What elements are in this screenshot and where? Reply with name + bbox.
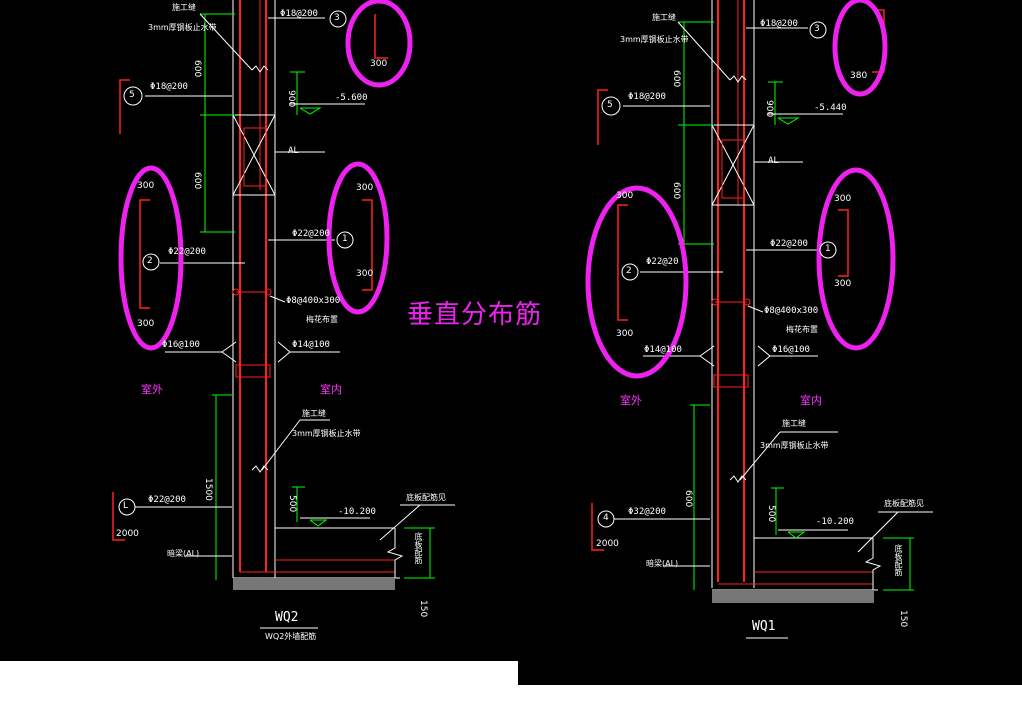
outdoor-label: 室外 (620, 394, 642, 407)
drawing-wq2: 施工缝 3mm厚钢板止水带 Φ18@200 3 300 5 Φ18@200 60… (0, 0, 518, 661)
dim-150: 150 (418, 600, 428, 618)
marker-3: 3 (334, 13, 340, 23)
rebar-3-length: 300 (370, 59, 388, 69)
waterstop-label-2: 3mm厚钢板止水带 (292, 429, 361, 438)
rebar-2-label: Φ22@20 (646, 257, 679, 267)
stirrup-left-label: Φ16@100 (162, 340, 200, 350)
rebar-1-length-bottom: 300 (356, 269, 374, 279)
rebar-3-label: Φ18@200 (280, 9, 318, 19)
elevation-top: -5.600 (335, 93, 368, 103)
rebar-1-label: Φ22@200 (770, 239, 808, 249)
dim-500: 500 (766, 505, 776, 523)
waterstop-label-2: 3mm厚钢板止水带 (760, 441, 829, 450)
dim-150: 150 (898, 610, 908, 628)
raft-note: 底板配筋见 (884, 499, 924, 508)
marker-1: 1 (342, 234, 348, 244)
dim-900: 900 (764, 100, 774, 118)
rebar-5-label: Φ18@200 (628, 92, 666, 102)
marker-1: 1 (825, 244, 831, 254)
dim-1500: 1500 (203, 478, 213, 501)
rebar-1-length-bottom: 300 (834, 279, 852, 289)
elevation-bottom: -10.200 (338, 507, 376, 517)
dim-600-mid: 600 (192, 172, 202, 190)
waterstop-label: 3mm厚钢板止水带 (148, 23, 217, 32)
beam-al-label: AL (768, 156, 779, 166)
tie-bar-label: Φ8@400x300 (286, 296, 341, 306)
marker-5: 5 (129, 90, 135, 100)
waterstop-label: 3mm厚钢板止水带 (620, 35, 689, 44)
stirrup-right-label: Φ14@100 (292, 340, 330, 350)
wq2-linework (112, 0, 455, 629)
rebar-3-length: 380 (850, 71, 868, 81)
construction-joint-label: 施工缝 (652, 13, 676, 22)
rebar-2-label: Φ22@200 (168, 247, 206, 257)
dim-500: 500 (287, 495, 297, 513)
drawing-subtitle: WQ2外墙配筋 (265, 632, 317, 641)
drawing-title: WQ1 (752, 619, 776, 634)
rebar-4-label: Φ32@200 (628, 507, 666, 517)
marker-4: 4 (603, 513, 609, 523)
elevation-bottom: -10.200 (816, 517, 854, 527)
rebar-1-label: Φ22@200 (292, 229, 330, 239)
marker-L: L (123, 501, 129, 511)
stirrup-left-label: Φ14@100 (644, 345, 682, 355)
elevation-top: -5.440 (814, 103, 847, 113)
rebar-2-length-bottom: 300 (137, 319, 155, 329)
indoor-label: 室内 (320, 383, 342, 396)
construction-joint-label-2: 施工缝 (782, 419, 806, 428)
slab-note: 底板配筋 (414, 532, 423, 564)
tie-note: 梅花布置 (306, 315, 338, 324)
dim-900: 900 (286, 90, 296, 108)
beam-al-label: AL (288, 146, 299, 156)
dim-600: 600 (683, 490, 693, 508)
tie-note: 梅花布置 (786, 325, 818, 334)
rebar-L-label: Φ22@200 (148, 495, 186, 505)
rebar-1-length-top: 300 (834, 194, 852, 204)
rebar-4-length: 2000 (596, 539, 619, 549)
marker-3: 3 (814, 24, 820, 34)
rebar-2-length-top: 300 (137, 181, 155, 191)
rebar-3-label: Φ18@200 (760, 19, 798, 29)
outdoor-label: 室外 (141, 383, 163, 396)
dark-beam-label: 暗梁(AL) (646, 559, 679, 568)
rebar-5-label: Φ18@200 (150, 82, 188, 92)
rebar-2-length-top: 300 (616, 191, 634, 201)
marker-5: 5 (607, 100, 613, 110)
slab-note: 底板配筋 (894, 544, 903, 576)
dark-beam-label: 暗梁(AL) (167, 549, 200, 558)
rebar-L-length: 2000 (116, 529, 139, 539)
construction-joint-label: 施工缝 (172, 3, 196, 12)
drawing-wq1: 施工缝 3mm厚钢板止水带 Φ18@200 3 380 5 Φ18@200 60… (518, 0, 1022, 685)
marker-2: 2 (147, 256, 153, 266)
wq1-linework (585, 0, 933, 639)
vertical-distribution-rebar-annotation: 垂直分布筋 (407, 300, 543, 330)
dim-600-mid: 600 (671, 182, 681, 200)
marker-2: 2 (626, 266, 632, 276)
rebar-1-length-top: 300 (356, 183, 374, 193)
tie-bar-label: Φ8@400x300 (764, 306, 819, 316)
dim-600-top: 600 (192, 60, 202, 78)
raft-note: 底板配筋见 (406, 493, 446, 502)
rebar-2-length-bottom: 300 (616, 329, 634, 339)
stirrup-right-label: Φ16@100 (772, 345, 810, 355)
drawing-title: WQ2 (275, 610, 299, 625)
dim-600-top: 600 (671, 70, 681, 88)
indoor-label: 室内 (800, 394, 822, 407)
construction-joint-label-2: 施工缝 (302, 409, 326, 418)
